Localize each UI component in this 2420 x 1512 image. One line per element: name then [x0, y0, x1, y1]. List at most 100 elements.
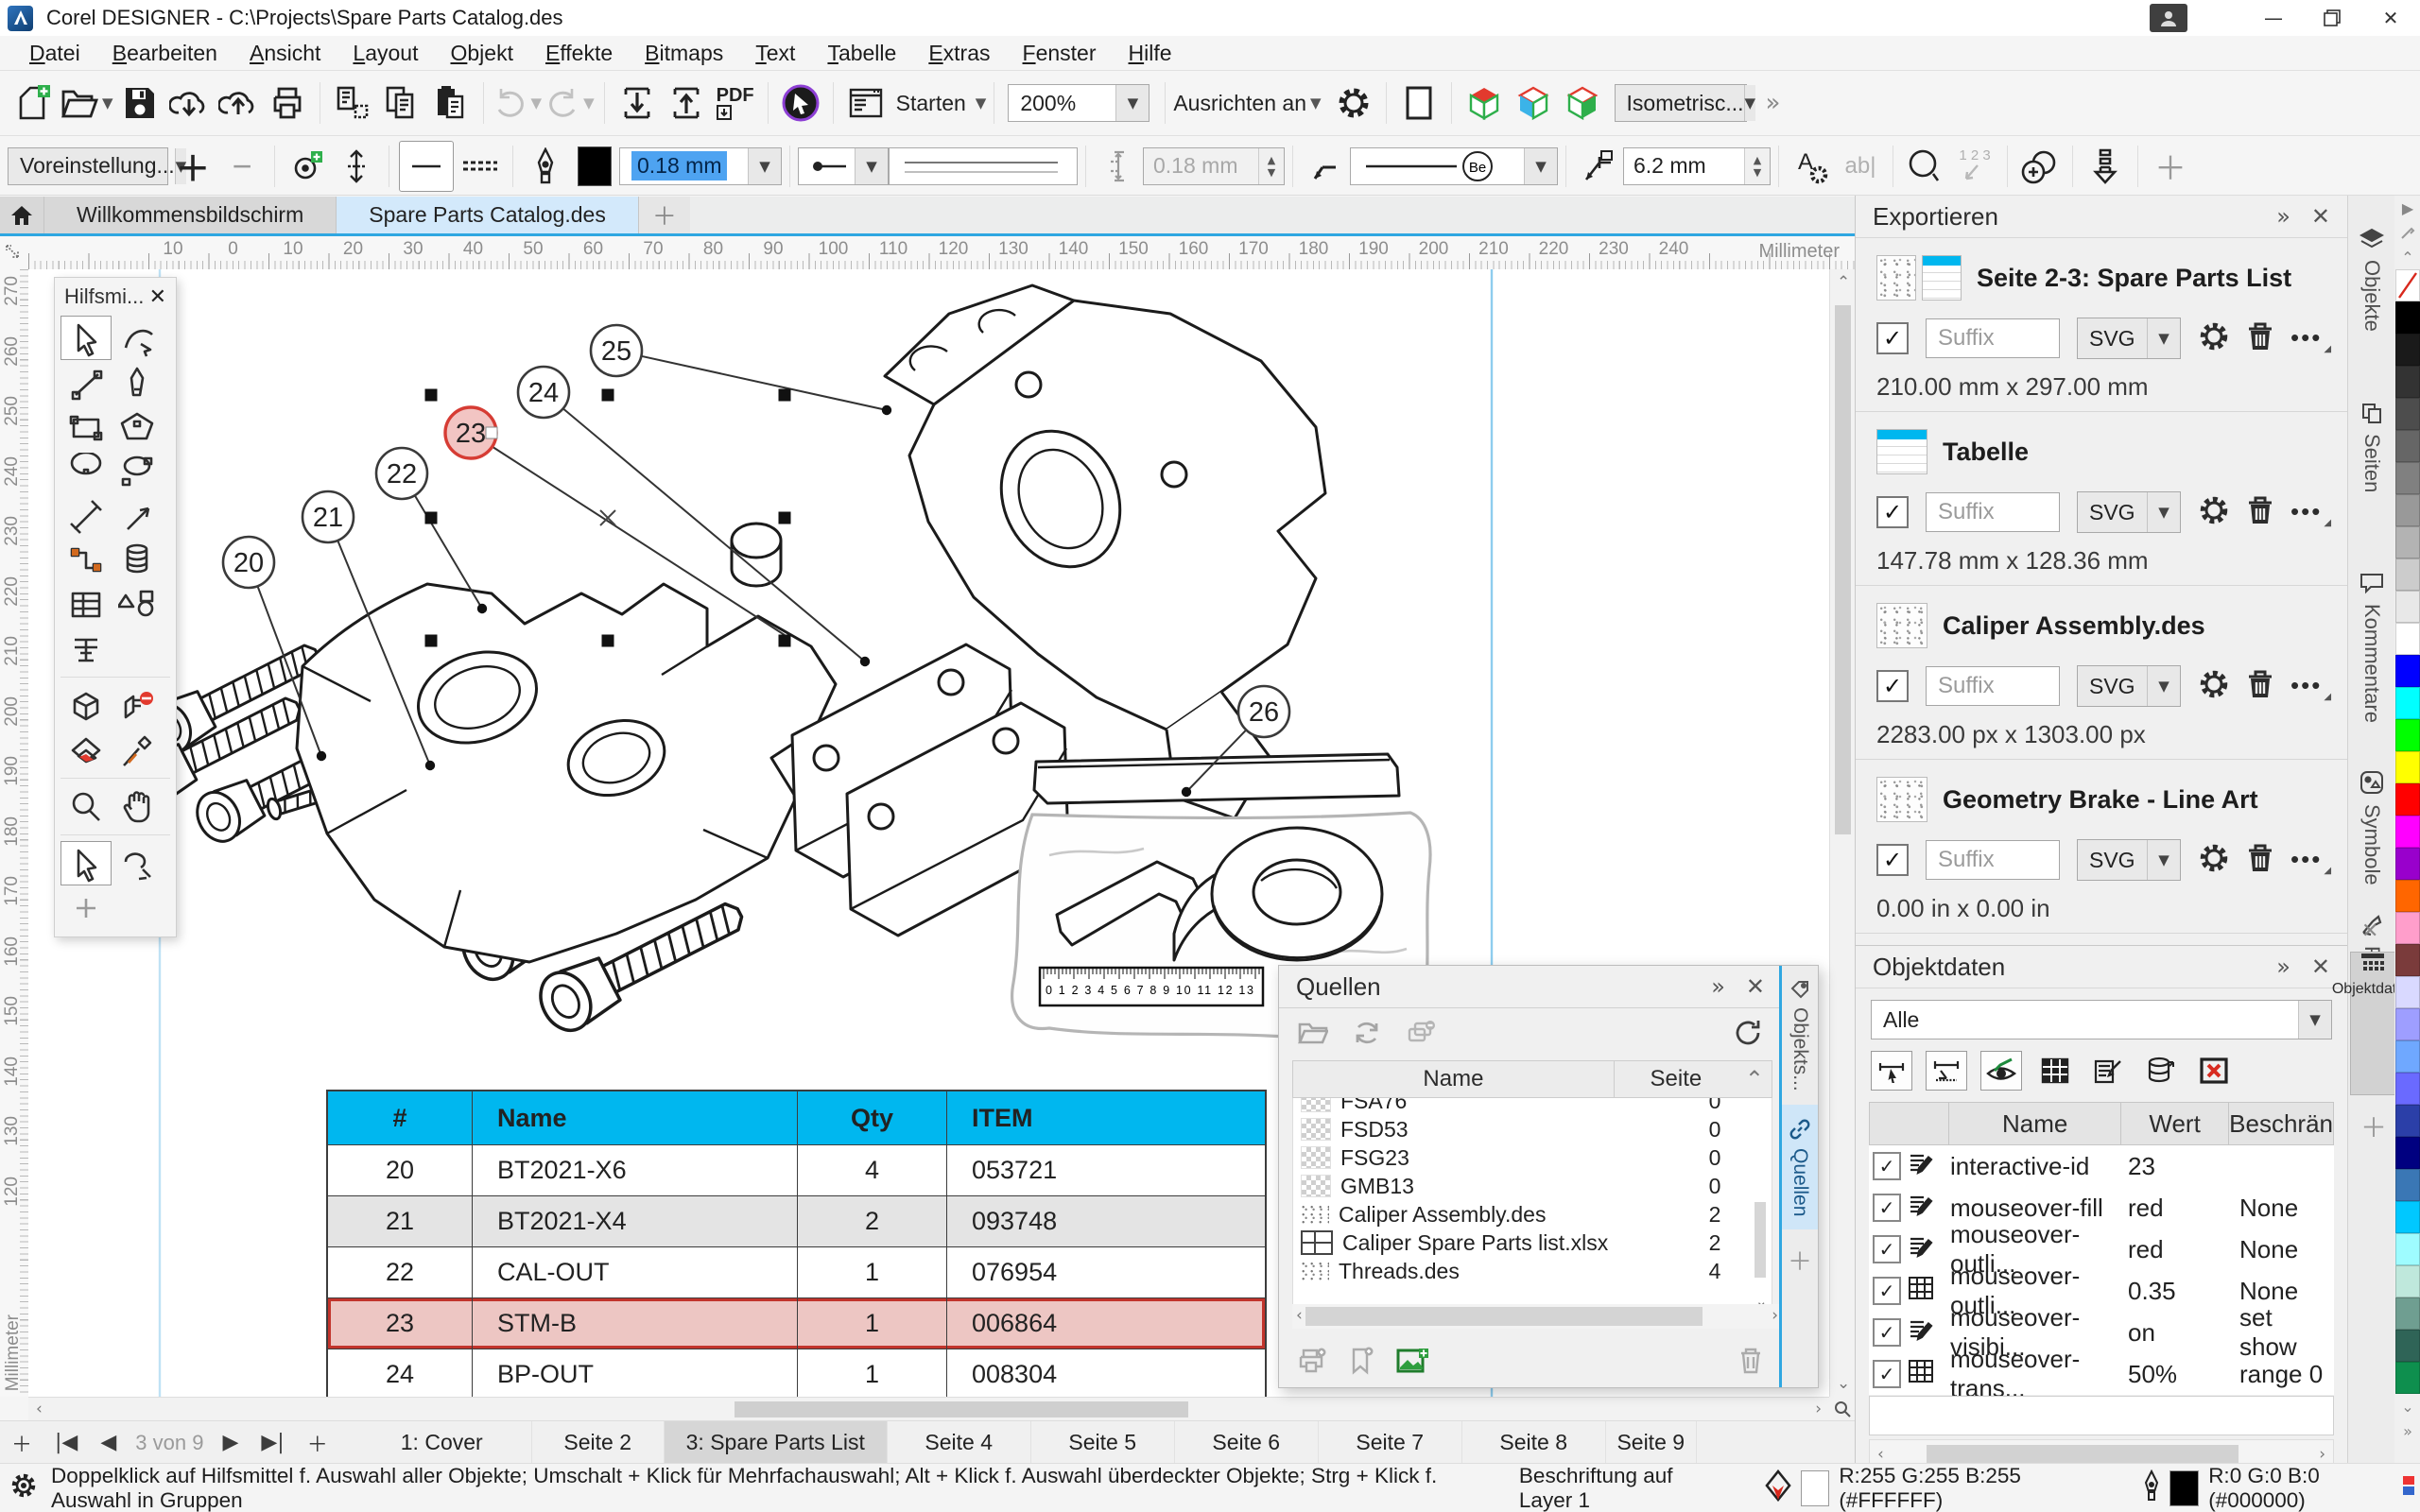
palette-swatch[interactable]: [2395, 591, 2420, 623]
palette-swatch[interactable]: [2395, 816, 2420, 848]
palette-swatch[interactable]: [2395, 1137, 2420, 1169]
sources-open-folder-icon[interactable]: [1298, 1021, 1328, 1050]
export-format-select[interactable]: SVG▼: [2077, 839, 2181, 881]
palette-swatch[interactable]: [2395, 462, 2420, 494]
export-settings-gear-icon[interactable]: [2198, 320, 2230, 357]
dashed-halo-button[interactable]: [458, 142, 503, 191]
palette-expand-icon[interactable]: »: [2403, 1418, 2412, 1443]
redo-icon[interactable]: ▼: [545, 78, 595, 128]
delete-field-icon[interactable]: [2194, 1052, 2234, 1090]
export-delete-trash-icon[interactable]: [2247, 495, 2273, 530]
object-data-column-headers[interactable]: Name Wert Beschrän: [1869, 1102, 2334, 1145]
table-tool-icon[interactable]: [60, 582, 112, 627]
menu-tabelle[interactable]: Tabelle: [811, 41, 912, 66]
palette-scroll-up-icon[interactable]: ▶: [2402, 196, 2413, 220]
page-tab-8[interactable]: Seite 8: [1462, 1421, 1606, 1464]
sources-print-add-icon[interactable]: [1298, 1348, 1326, 1379]
parts-table-row-21[interactable]: 21BT2021-X42093748: [328, 1195, 1265, 1246]
add-preset-icon[interactable]: ＋: [170, 142, 216, 191]
connector-tool-icon[interactable]: [60, 538, 112, 582]
welcome-home-icon[interactable]: [0, 197, 44, 233]
minimize-button[interactable]: —: [2244, 0, 2303, 36]
export-settings-gear-icon[interactable]: [2198, 494, 2230, 531]
page-border-icon[interactable]: [1396, 78, 1442, 128]
export-delete-trash-icon[interactable]: [2247, 669, 2273, 704]
smart-fill-tool-icon[interactable]: [60, 728, 112, 772]
outline-color-swatch-status[interactable]: [2169, 1470, 2199, 1506]
remove-preset-icon[interactable]: −: [219, 142, 265, 191]
flow-spacing-icon[interactable]: [334, 142, 379, 191]
close-button[interactable]: ✕: [2361, 0, 2420, 36]
box-3d-tool-icon[interactable]: [60, 683, 112, 728]
quick-zoom-icon[interactable]: [1829, 1397, 1855, 1420]
database-icon[interactable]: [2141, 1052, 2181, 1090]
palette-swatch[interactable]: [2395, 687, 2420, 719]
export-item-checkbox[interactable]: ✓: [1876, 670, 1909, 702]
import-icon[interactable]: [614, 78, 660, 128]
source-list-item[interactable]: FSA760: [1293, 1098, 1772, 1115]
rectangle-tool-icon[interactable]: [60, 404, 112, 449]
palette-swatch[interactable]: [2395, 719, 2420, 751]
export-more-button[interactable]: •••: [2290, 323, 2333, 354]
sources-hscrollbar[interactable]: ‹›: [1292, 1304, 1782, 1329]
page-tab-6[interactable]: Seite 6: [1175, 1421, 1319, 1464]
export-format-select[interactable]: SVG▼: [2077, 491, 2181, 533]
page-tab-1[interactable]: 1: Cover: [353, 1421, 532, 1464]
halo-add-icon[interactable]: [285, 142, 330, 191]
page-tab-9[interactable]: Seite 9: [1606, 1421, 1697, 1464]
menu-text[interactable]: Text: [739, 41, 811, 66]
edit-fields-icon[interactable]: [2088, 1052, 2128, 1090]
doc-tab-willkommen[interactable]: Willkommensbildschirm: [44, 197, 337, 233]
export-delete-trash-icon[interactable]: [2247, 843, 2273, 878]
menu-layout[interactable]: Layout: [337, 41, 434, 66]
palette-swatch[interactable]: [2395, 1201, 2420, 1233]
save-icon[interactable]: [117, 78, 163, 128]
preset-combo[interactable]: Voreinstellung...▼: [8, 147, 168, 185]
source-list-item[interactable]: Caliper Assembly.des2: [1293, 1200, 1772, 1228]
palette-swatch[interactable]: [2395, 1362, 2420, 1394]
object-data-row-checkbox[interactable]: ✓: [1873, 1152, 1901, 1180]
cloud-download-icon[interactable]: [166, 78, 212, 128]
next-page-icon[interactable]: ▶: [211, 1431, 250, 1454]
palette-collapse-icon[interactable]: ⌃: [2401, 245, 2413, 269]
object-data-row-checkbox[interactable]: ✓: [1873, 1235, 1901, 1263]
palette-swatch[interactable]: [2395, 334, 2420, 366]
object-data-row[interactable]: ✓ interactive-id23: [1869, 1145, 2334, 1187]
paste-icon[interactable]: [428, 78, 474, 128]
export-delete-trash-icon[interactable]: [2247, 321, 2273, 356]
toolbar-overflow-button[interactable]: »: [1766, 89, 1781, 117]
vertical-ruler[interactable]: Millimeter270260250240230220210200190180…: [0, 269, 29, 1397]
sources-bookmark-add-icon[interactable]: [1349, 1347, 1374, 1380]
selection-handle[interactable]: [779, 512, 791, 524]
app-launcher-icon[interactable]: [778, 78, 823, 128]
export-panel-close-icon[interactable]: ✕: [2311, 203, 2330, 230]
pick-tool-2-icon[interactable]: [60, 841, 112, 885]
toolbox-close-icon[interactable]: ✕: [149, 285, 166, 309]
palette-swatch[interactable]: [2395, 751, 2420, 783]
last-page-icon[interactable]: ▶|: [250, 1431, 295, 1454]
clamp-ruler-icon[interactable]: [1926, 1051, 1967, 1091]
leader-gap-spinner[interactable]: 6.2 mm▲▼: [1623, 147, 1771, 185]
language-indicator-icon[interactable]: [2401, 1474, 2416, 1503]
palette-swatch[interactable]: [2395, 558, 2420, 591]
outline-pen-icon[interactable]: [523, 142, 568, 191]
selection-handle[interactable]: [425, 512, 438, 524]
export-item-checkbox[interactable]: ✓: [1876, 844, 1909, 876]
palette-swatch[interactable]: [2395, 1265, 2420, 1297]
sources-scroll-up-icon[interactable]: ⌃: [1737, 1066, 1772, 1092]
menu-extras[interactable]: Extras: [912, 41, 1006, 66]
palette-swatch[interactable]: [2395, 783, 2420, 816]
publish-pdf-icon[interactable]: PDF: [713, 78, 758, 128]
object-data-row-checkbox[interactable]: ✓: [1873, 1194, 1901, 1222]
export-format-select[interactable]: SVG▼: [2077, 318, 2181, 359]
freehand-pick-tool-icon[interactable]: [112, 841, 163, 885]
palette-swatch[interactable]: [2395, 1073, 2420, 1105]
menu-datei[interactable]: Datei: [13, 41, 96, 66]
page-tab-3[interactable]: 3: Spare Parts List: [665, 1421, 888, 1464]
maximize-button[interactable]: [2303, 0, 2361, 36]
export-suffix-input[interactable]: Suffix: [1926, 666, 2060, 706]
outline-width-combo[interactable]: 0.18 mm▼: [619, 147, 782, 185]
ellipse-tool-icon[interactable]: [60, 449, 112, 493]
zoom-tool-icon[interactable]: [60, 784, 112, 829]
shape-edit-tool-icon[interactable]: [112, 316, 163, 360]
